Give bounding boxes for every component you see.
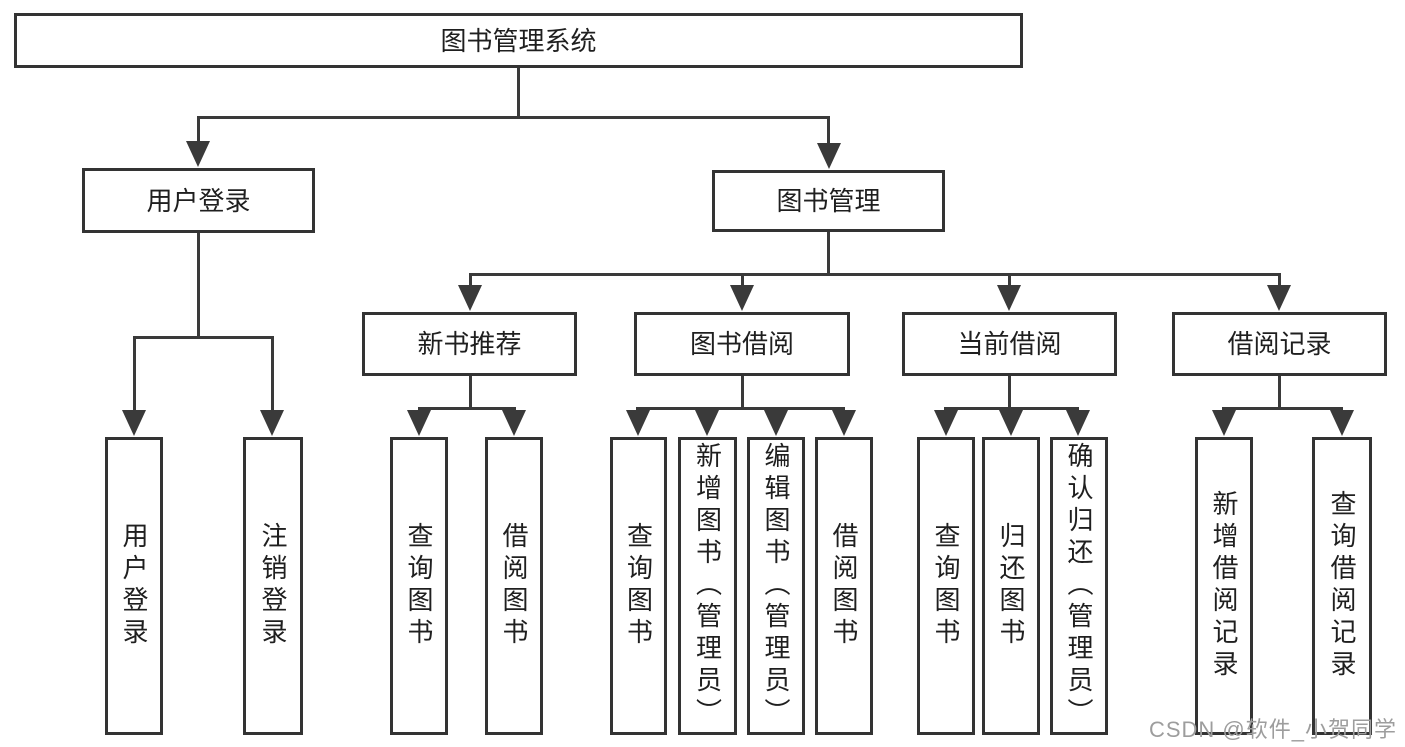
node-root: 图书管理系统: [14, 13, 1023, 68]
arrow-down-icon: [407, 410, 431, 436]
arrow-down-icon: [260, 410, 284, 436]
node-label-col-confirm-return-admin: 确认归还（管理员）: [1064, 442, 1094, 730]
arrow-down-icon: [186, 141, 210, 167]
node-borrow-records: 借阅记录: [1172, 312, 1387, 376]
arrow-down-icon: [1330, 410, 1354, 436]
connector-vertical-line: [271, 339, 274, 415]
node-col-add-borrow-record: 新增借阅记录: [1195, 437, 1253, 735]
node-label-col-borrow-books-borrow: 借阅图书: [829, 522, 859, 650]
node-label-col-query-books-rec: 查询图书: [404, 522, 434, 650]
arrow-down-icon: [730, 285, 754, 311]
connector-horizontal-line: [1222, 407, 1343, 410]
connector-vertical-line: [827, 119, 830, 147]
arrow-down-icon: [1267, 285, 1291, 311]
csdn-watermark: CSDN @软件_小贺同学: [1148, 717, 1397, 742]
node-col-query-borrow-record: 查询借阅记录: [1312, 437, 1372, 735]
arrow-down-icon: [999, 410, 1023, 436]
node-current-borrow: 当前借阅: [902, 312, 1117, 376]
connector-horizontal-line: [944, 407, 1079, 410]
connector-vertical-line: [469, 276, 472, 290]
connector-vertical-line: [133, 339, 136, 415]
node-user-login: 用户登录: [82, 168, 315, 233]
node-col-return-books: 归还图书: [982, 437, 1040, 735]
node-new-book-rec: 新书推荐: [362, 312, 577, 376]
connector-vertical-line: [469, 376, 472, 410]
node-label-book-borrow: 图书借阅: [689, 329, 794, 359]
connector-vertical-line: [827, 232, 830, 276]
node-label-col-add-book-admin: 新增图书（管理员）: [692, 442, 723, 730]
arrow-down-icon: [764, 410, 788, 436]
arrow-down-icon: [122, 410, 146, 436]
node-col-borrow-books-rec: 借阅图书: [485, 437, 543, 735]
connector-horizontal-line: [197, 116, 830, 119]
node-label-col-logout: 注销登录: [258, 522, 288, 650]
node-label-col-query-books-current: 查询图书: [931, 522, 961, 650]
connector-vertical-line: [741, 376, 744, 410]
arrow-down-icon: [934, 410, 958, 436]
arrow-down-icon: [458, 285, 482, 311]
node-label-col-return-books: 归还图书: [996, 522, 1026, 650]
connector-vertical-line: [1008, 276, 1011, 290]
node-label-col-user-login: 用户登录: [119, 522, 149, 650]
node-label-col-add-borrow-record: 新增借阅记录: [1209, 490, 1239, 682]
connector-horizontal-line: [133, 336, 274, 339]
connector-vertical-line: [517, 68, 520, 118]
node-col-query-books-rec: 查询图书: [390, 437, 448, 735]
connector-horizontal-line: [418, 407, 516, 410]
connector-vertical-line: [1278, 276, 1281, 290]
connector-vertical-line: [197, 233, 200, 339]
node-book-mgmt: 图书管理: [712, 170, 945, 232]
arrow-down-icon: [1212, 410, 1236, 436]
connector-vertical-line: [197, 119, 200, 147]
node-col-query-books-borrow: 查询图书: [610, 437, 667, 735]
node-col-query-books-current: 查询图书: [917, 437, 975, 735]
node-label-user-login: 用户登录: [146, 185, 251, 216]
node-col-add-book-admin: 新增图书（管理员）: [678, 437, 737, 735]
connector-vertical-line: [1008, 376, 1011, 410]
node-col-edit-book-admin: 编辑图书（管理员）: [747, 437, 805, 735]
node-label-current-borrow: 当前借阅: [957, 329, 1062, 359]
arrow-down-icon: [817, 143, 841, 169]
node-label-col-edit-book-admin: 编辑图书（管理员）: [761, 442, 791, 730]
node-col-user-login: 用户登录: [105, 437, 163, 735]
node-label-book-mgmt: 图书管理: [776, 186, 881, 216]
node-col-confirm-return-admin: 确认归还（管理员）: [1050, 437, 1108, 735]
node-label-root: 图书管理系统: [440, 25, 597, 56]
node-label-col-borrow-books-rec: 借阅图书: [499, 522, 529, 650]
node-label-new-book-rec: 新书推荐: [417, 329, 522, 359]
arrow-down-icon: [832, 410, 856, 436]
arrow-down-icon: [502, 410, 526, 436]
node-col-logout: 注销登录: [243, 437, 303, 735]
node-label-col-query-books-borrow: 查询图书: [623, 522, 654, 650]
connector-vertical-line: [1278, 376, 1281, 410]
node-book-borrow: 图书借阅: [634, 312, 850, 376]
arrow-down-icon: [695, 410, 719, 436]
arrow-down-icon: [1066, 410, 1090, 436]
connector-horizontal-line: [469, 273, 1281, 276]
node-col-borrow-books-borrow: 借阅图书: [815, 437, 873, 735]
connector-horizontal-line: [636, 407, 845, 410]
arrow-down-icon: [997, 285, 1021, 311]
node-label-col-query-borrow-record: 查询借阅记录: [1327, 490, 1357, 682]
connector-vertical-line: [741, 276, 744, 290]
node-label-borrow-records: 借阅记录: [1227, 329, 1332, 359]
arrow-down-icon: [626, 410, 650, 436]
